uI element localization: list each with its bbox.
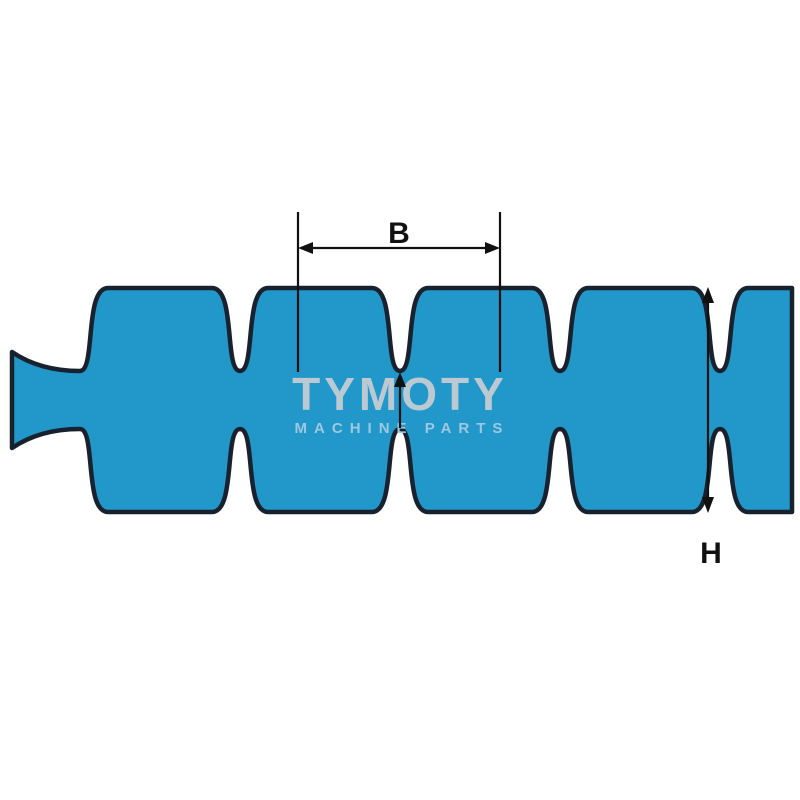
dimension-b-group: B [296,212,502,372]
watermark-title: TYMOTY [292,368,508,420]
dimension-b-arrowhead-left [298,242,313,254]
dimension-h-group: H [700,287,722,570]
watermark-subtitle: MACHINE PARTS [295,420,510,437]
valley-depth-arrowhead [394,372,406,387]
dimension-h-arrowhead-top [702,287,714,303]
dimension-h-label: H [700,537,722,570]
dimension-b-arrowhead-right [485,242,500,254]
belt-profile [9,285,795,515]
dimension-h-arrowhead-bottom [702,497,714,513]
dimension-b-label: B [388,217,410,250]
valley-depth-arrow-group [394,372,406,428]
